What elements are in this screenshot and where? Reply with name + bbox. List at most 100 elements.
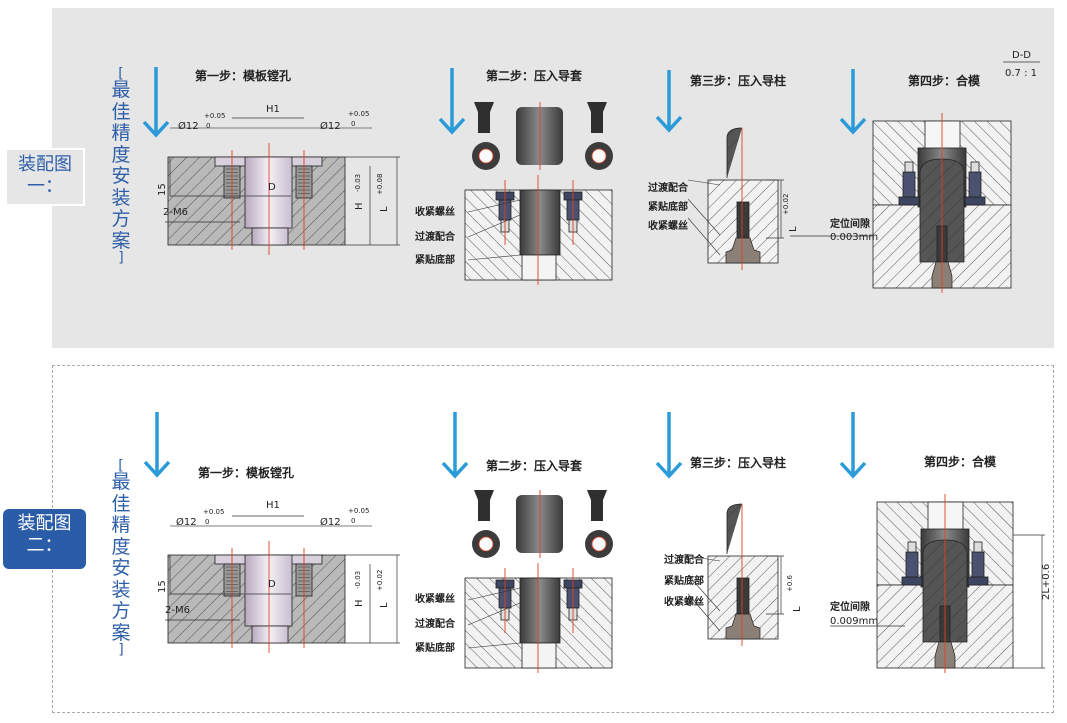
step4-title: 第四步：合模 [908, 73, 981, 88]
callout: 收紧螺丝 [664, 595, 704, 608]
down-arrow-icon [438, 117, 466, 135]
leader-line [467, 642, 521, 649]
dia-right: Ø12 [320, 516, 341, 528]
bore [244, 554, 293, 627]
bushing-bore [927, 501, 964, 531]
fixing-screw [725, 613, 761, 640]
flange [964, 196, 986, 206]
washer-hole [591, 536, 607, 552]
l-tol: +0.08 [376, 174, 384, 195]
through-hole [521, 254, 557, 281]
tol-lower: 0 [351, 120, 355, 128]
tol-upper: +0.05 [203, 508, 224, 516]
step4-title: 第四步：合模 [924, 454, 997, 469]
thread-label: 2-M6 [165, 605, 190, 616]
guide-bushing [519, 577, 561, 644]
pin-thread [736, 577, 750, 615]
dia-left: Ø12 [176, 516, 197, 528]
depth-label: 15 [157, 183, 168, 196]
screw-body [971, 551, 985, 578]
clearance-label: 定位间隙 [830, 600, 870, 613]
guide-bushing-part [516, 495, 563, 553]
washer-hole [478, 536, 494, 552]
callout: 紧贴底部 [664, 574, 704, 587]
guide-bushing-part [516, 107, 563, 165]
down-arrow-icon [655, 461, 683, 479]
callout: 紧贴底部 [648, 200, 688, 213]
down-arrow-icon [142, 120, 170, 138]
scheme-title-1: [最佳精度安装方案] [111, 66, 131, 266]
guide-bushing [519, 189, 561, 256]
screw-body [968, 171, 982, 198]
h-dim: H [354, 202, 365, 210]
socket-screw [587, 102, 607, 133]
l-dim: L [379, 206, 390, 212]
callout: 过渡配合 [648, 181, 689, 194]
leader-line [687, 555, 721, 562]
socket-screw [587, 490, 607, 521]
step3-title: 第三步：压入导柱 [690, 73, 786, 88]
callout: 收紧螺丝 [648, 219, 688, 232]
l-tol: +0.02 [376, 570, 384, 591]
screw-body [902, 171, 916, 198]
callout: 紧贴底部 [415, 641, 455, 654]
l-tol: +0.6 [786, 574, 794, 592]
scale-ratio: 0.7 : 1 [1005, 68, 1037, 79]
screw-tip [970, 161, 980, 173]
depth-label: 15 [157, 580, 168, 593]
panel-1-text: 第一步：模板镗孔 Ø12 +0.05 0 Ø12 +0.05 0 H1 D 15… [157, 50, 1040, 266]
assembly-tag-2: 装配图二： [3, 509, 86, 569]
callout: 收紧螺丝 [415, 205, 455, 218]
bore-lower [251, 227, 289, 246]
clearance-value: 0.003mm [830, 232, 878, 243]
leader-line [687, 217, 721, 256]
l-dim: L [792, 606, 803, 612]
tol-lower: 0 [351, 517, 355, 525]
leader-line [467, 602, 521, 626]
step1-title: 第一步：模板镗孔 [195, 68, 291, 83]
guide-pin [726, 127, 743, 178]
step2-title: 第二步：压入导套 [486, 68, 583, 83]
callout: 紧贴底部 [415, 253, 455, 266]
dia-right: Ø12 [320, 120, 341, 132]
tol-lower: 0 [205, 518, 209, 526]
l-tol: +0.02 [782, 194, 790, 215]
down-arrow-icon [839, 461, 867, 479]
h-tol: -0.03 [354, 174, 362, 192]
callout: 过渡配合 [415, 617, 456, 630]
screw-tip [907, 541, 917, 553]
down-arrow-icon [655, 115, 683, 133]
leader-line [687, 179, 721, 186]
panel-2-text: 第一步：模板镗孔 Ø12 +0.05 0 Ø12 +0.05 0 H1 D 15… [157, 454, 1052, 654]
leader-line [467, 214, 521, 238]
leader-line [467, 587, 521, 601]
tol-upper: +0.05 [348, 110, 369, 118]
down-arrow-icon [143, 460, 171, 478]
down-arrow-icon [441, 461, 469, 479]
through-hole [521, 642, 557, 669]
down-arrow-icon [839, 117, 867, 135]
scheme-title-2: [最佳精度安装方案] [111, 458, 131, 658]
clearance-value: 0.009mm [830, 616, 878, 627]
washer-hole [478, 148, 494, 164]
callout: 过渡配合 [415, 230, 456, 243]
d-label: D [268, 579, 276, 590]
l-dim: L [379, 602, 390, 608]
screw-tip [904, 161, 914, 173]
total-dim: 2L+0.6 [1041, 564, 1052, 600]
guide-pin [726, 503, 743, 554]
flange [901, 576, 923, 586]
clearance-label: 定位间隙 [830, 217, 870, 230]
step2-title: 第二步：压入导套 [486, 458, 583, 473]
scheme-title-text: 最佳精度安装方案 [111, 471, 131, 644]
d-label: D [268, 182, 276, 193]
dia-left: Ø12 [178, 120, 199, 132]
socket-screw [474, 490, 494, 521]
h1-label: H1 [266, 104, 280, 115]
leader-line [467, 254, 521, 261]
assembly-tag-1: 装配图一： [5, 148, 85, 206]
flange [967, 576, 989, 586]
pin-thread [736, 201, 750, 239]
flange [898, 196, 920, 206]
